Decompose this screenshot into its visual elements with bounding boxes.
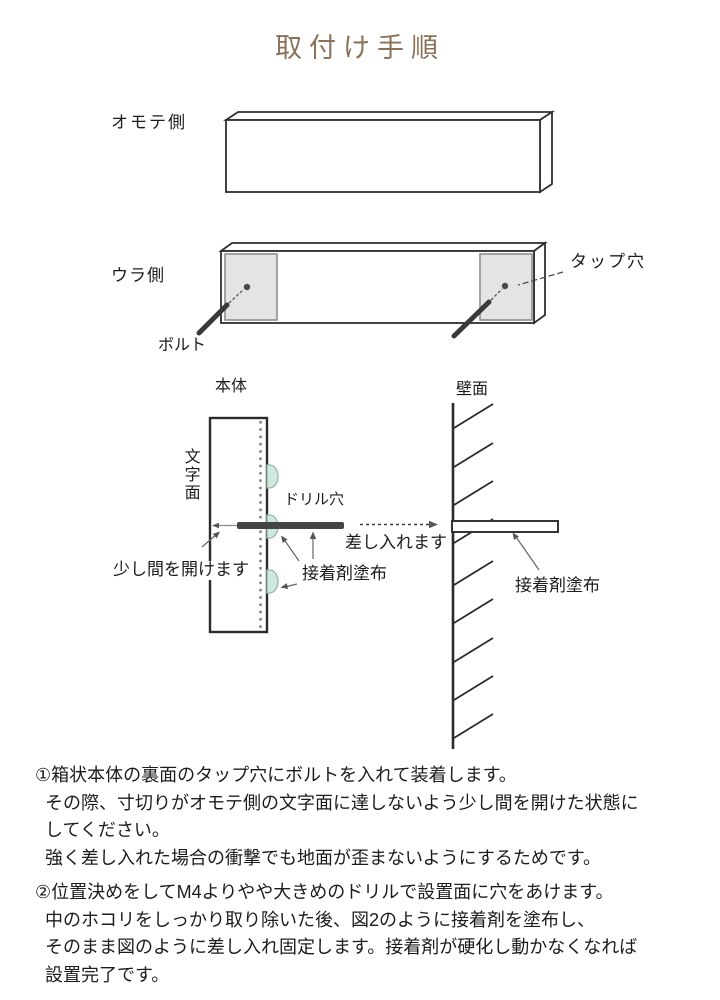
- rod-in-wall-bar: [451, 520, 559, 533]
- back-side-label: ウラ側: [111, 266, 165, 285]
- instruction-line: その際、寸切りがオモテ側の文字面に達しないよう少し間を開けた状態に: [45, 792, 639, 813]
- installation-diagram: [201, 403, 559, 749]
- diagram-layer: [196, 110, 564, 749]
- drill-hole-label: ドリル穴: [284, 491, 345, 508]
- adhesive-label-right: 接着剤塗布: [515, 576, 600, 595]
- instruction-line: 設置完了です。: [45, 964, 170, 985]
- threaded-rod-bar: [237, 522, 344, 529]
- instruction-line: そのまま図のように差し入れ固定します。接着剤が硬化し動かなくなれば: [45, 937, 638, 957]
- letter-face-label: 文字面: [181, 448, 199, 502]
- tap-panel-left: [224, 253, 278, 321]
- instruction-line: 強く差し入れた場合の衝撃でも地面が歪まないようにするためです。: [45, 847, 602, 868]
- instruction-step-2: ②位置決めをしてM4よりやや大きめのドリルで設置面に穴をあけます。 中のホコリを…: [35, 879, 639, 989]
- back-box-drawing: [196, 241, 564, 339]
- instruction-line: 中のホコリをしっかり取り除いた後、図2のように接着剤を塗布し、: [45, 909, 596, 930]
- adhesive-label-left: 接着剤塗布: [302, 564, 387, 583]
- insert-label: 差し入れます: [345, 533, 447, 552]
- gap-label: 少し間を開けます: [112, 560, 250, 580]
- bolt-left: [196, 302, 230, 336]
- instruction-step-1: ①箱状本体の裏面のタップ穴にボルトを入れて装着します。 その際、寸切りがオモテ側…: [35, 762, 639, 872]
- instruction-line: ①箱状本体の裏面のタップ穴にボルトを入れて装着します。: [35, 765, 517, 785]
- gap-pointer-arrow: [201, 533, 218, 548]
- bolt-label: ボルト: [158, 337, 207, 354]
- front-side-label: オモテ側: [111, 113, 187, 132]
- instruction-line: してください。: [45, 820, 170, 840]
- instruction-line: ②位置決めをしてM4よりやや大きめのドリルで設置面に穴をあけます。: [35, 882, 614, 902]
- bolt-right: [451, 299, 492, 339]
- tap-hole-dot-left: [243, 283, 251, 291]
- adhesive-blob-top: [266, 464, 279, 489]
- wall-label: 壁面: [456, 381, 489, 398]
- body-label: 本体: [215, 378, 248, 395]
- front-box-drawing: [223, 110, 555, 194]
- tap-hole-dot-right: [501, 282, 509, 290]
- page-title: 取付け手順: [275, 33, 445, 63]
- tap-hole-label: タップ穴: [570, 252, 646, 271]
- adhesive-blob-bottom: [266, 569, 279, 594]
- tap-hole-leader-line: [517, 271, 564, 286]
- instructions-block: ①箱状本体の裏面のタップ穴にボルトを入れて装着します。 その際、寸切りがオモテ側…: [35, 762, 639, 989]
